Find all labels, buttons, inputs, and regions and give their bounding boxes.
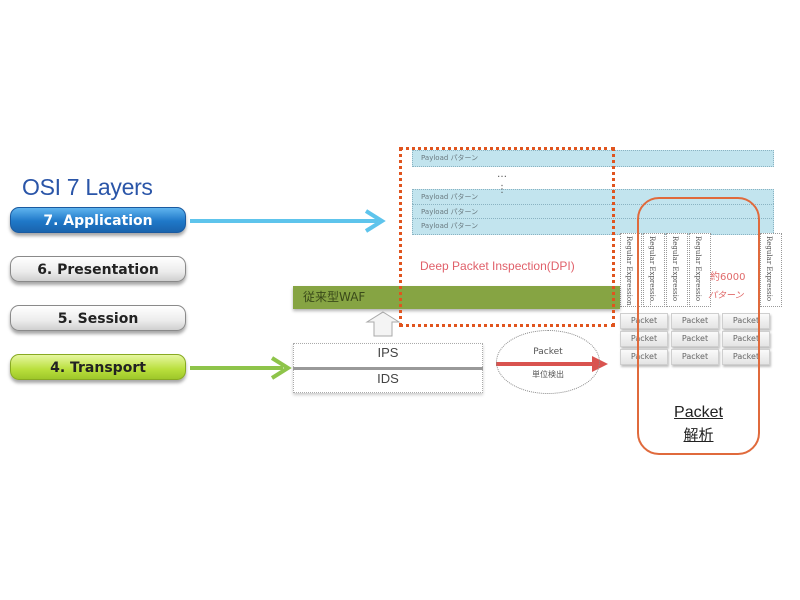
packet-detect-sublabel: 単位検出	[532, 370, 564, 379]
layer-application: 7. Application	[10, 207, 186, 233]
application-arrow	[190, 209, 386, 233]
packet-detect-label: Packet	[533, 347, 563, 357]
dpi-label: Deep Packet Inspection(DPI)	[420, 259, 575, 273]
packet-cell: Packet	[620, 331, 668, 347]
packet-cell: Packet	[620, 313, 668, 329]
ips-ids-divider	[293, 367, 483, 370]
regex-column: Regular Expressio	[689, 233, 711, 307]
ellipsis: …	[497, 169, 507, 180]
packet-analysis-label: Packet	[674, 404, 723, 421]
regex-column: Regular Expressio	[760, 233, 782, 307]
layer-presentation: 6. Presentation	[10, 256, 186, 282]
ids-label: IDS	[377, 371, 399, 386]
payload-row: Payload パターン	[412, 150, 774, 167]
legacy-waf-bar: 従来型WAF	[293, 286, 620, 309]
regex-column: Regular Expressio..	[643, 233, 665, 307]
pattern-label: パターン	[708, 291, 744, 301]
packet-analysis-region	[637, 197, 760, 455]
packet-detect-ellipse	[496, 330, 600, 394]
layer-session: 5. Session	[10, 305, 186, 331]
layer-transport: 4. Transport	[10, 354, 186, 380]
ips-label: IPS	[377, 345, 399, 360]
transport-arrow	[190, 356, 292, 380]
ips-to-waf-arrow	[365, 311, 401, 337]
pattern-count: 約6000	[710, 272, 746, 283]
dpi-region	[399, 147, 615, 327]
packet-cell: Packet	[671, 331, 719, 347]
vertical-ellipsis: ⋮	[497, 184, 507, 195]
packet-cell: Packet	[671, 349, 719, 365]
packet-analysis-sublabel: 解析	[683, 426, 714, 444]
regex-column: Regular Expression	[620, 233, 642, 307]
payload-row: Payload パターン	[412, 218, 774, 235]
packet-cell: Packet	[671, 313, 719, 329]
packet-cell: Packet	[620, 349, 668, 365]
diagram-title: OSI 7 Layers	[22, 174, 153, 200]
regex-column: Regular Expressio	[666, 233, 688, 307]
